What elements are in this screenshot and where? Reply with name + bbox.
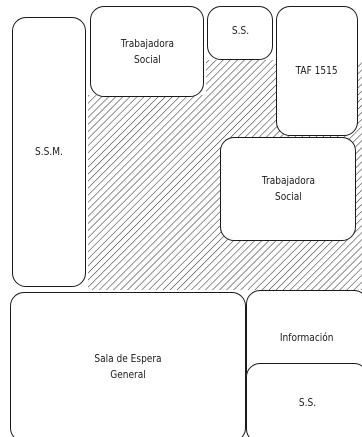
room-taf-1515: TAF 1515 (276, 6, 358, 136)
room-trabajadora-social-top-label: Trabajadora Social (120, 36, 174, 66)
room-taf-1515-label: TAF 1515 (296, 64, 338, 78)
room-trabajadora-social-right-label: Trabajadora Social (261, 174, 315, 203)
room-ss-top: S.S. (207, 6, 273, 60)
room-sala-espera-general: Sala de Espera General (10, 292, 246, 437)
room-ss-bottom-label: S.S. (298, 396, 316, 410)
room-ss-bottom: S.S. (246, 363, 362, 437)
room-ssm: S.S.M. (12, 17, 86, 287)
room-trabajadora-social-top: Trabajadora Social (90, 6, 204, 97)
room-informacion-label: Información (280, 331, 334, 345)
room-ss-top-label: S.S. (231, 24, 249, 37)
room-trabajadora-social-right: Trabajadora Social (220, 137, 356, 241)
room-ssm-label: S.S.M. (35, 145, 63, 159)
room-sala-espera-general-label: Sala de Espera General (94, 352, 162, 381)
